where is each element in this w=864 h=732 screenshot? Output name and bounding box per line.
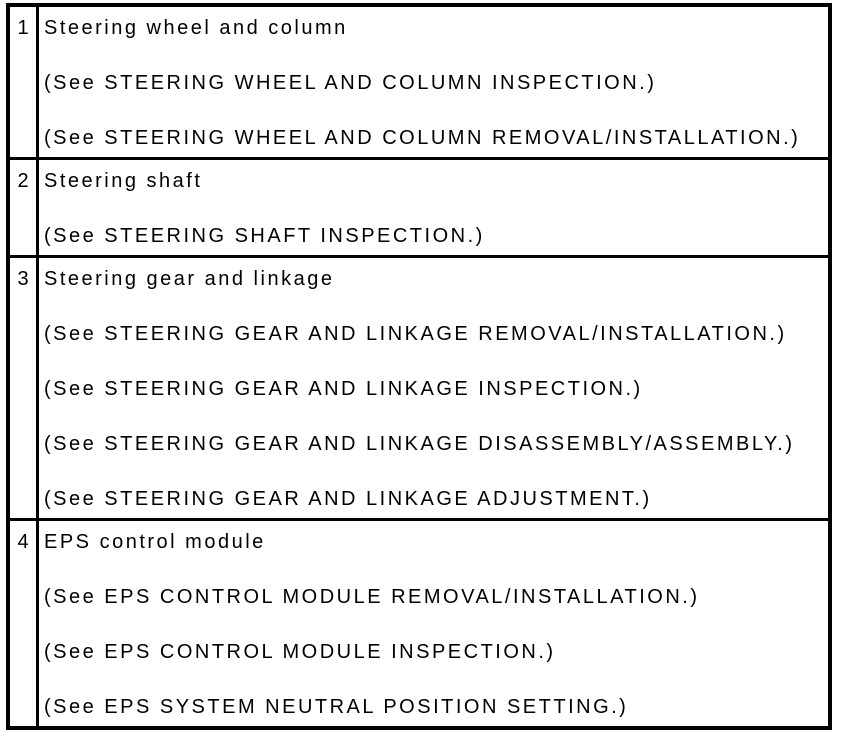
row-content-cell: EPS control module (See EPS CONTROL MODU…	[36, 518, 832, 730]
component-title: Steering shaft	[44, 170, 203, 192]
component-title: Steering gear and linkage	[44, 268, 335, 290]
table-row: 3 Steering gear and linkage (See STEERIN…	[6, 255, 832, 521]
table-row: 4 EPS control module (See EPS CONTROL MO…	[6, 518, 832, 730]
table-row: 2 Steering shaft (See STEERING SHAFT INS…	[6, 157, 832, 258]
see-reference: (See EPS SYSTEM NEUTRAL POSITION SETTING…	[44, 696, 629, 718]
row-number-cell: 3	[6, 255, 39, 521]
parts-reference-table: 1 Steering wheel and column (See STEERIN…	[6, 3, 832, 730]
table-row: 1 Steering wheel and column (See STEERIN…	[6, 3, 832, 160]
component-title: Steering wheel and column	[44, 17, 348, 39]
row-number-cell: 1	[6, 3, 39, 160]
see-reference: (See STEERING GEAR AND LINKAGE ADJUSTMEN…	[44, 488, 652, 510]
row-content-cell: Steering shaft (See STEERING SHAFT INSPE…	[36, 157, 832, 258]
component-title: EPS control module	[44, 531, 266, 553]
row-number-cell: 2	[6, 157, 39, 258]
see-reference: (See STEERING WHEEL AND COLUMN REMOVAL/I…	[44, 127, 801, 149]
see-reference: (See STEERING GEAR AND LINKAGE INSPECTIO…	[44, 378, 643, 400]
row-number-cell: 4	[6, 518, 39, 730]
row-content-cell: Steering gear and linkage (See STEERING …	[36, 255, 832, 521]
see-reference: (See STEERING SHAFT INSPECTION.)	[44, 225, 485, 247]
parts-reference-table-body: 1 Steering wheel and column (See STEERIN…	[6, 3, 832, 730]
see-reference: (See STEERING GEAR AND LINKAGE DISASSEMB…	[44, 433, 795, 455]
see-reference: (See STEERING WHEEL AND COLUMN INSPECTIO…	[44, 72, 657, 94]
see-reference: (See STEERING GEAR AND LINKAGE REMOVAL/I…	[44, 323, 787, 345]
row-content-cell: Steering wheel and column (See STEERING …	[36, 3, 832, 160]
see-reference: (See EPS CONTROL MODULE INSPECTION.)	[44, 641, 556, 663]
see-reference: (See EPS CONTROL MODULE REMOVAL/INSTALLA…	[44, 586, 700, 608]
